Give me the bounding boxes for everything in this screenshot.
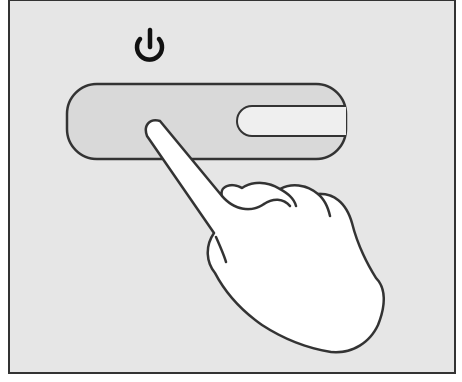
button-slot — [237, 106, 346, 136]
